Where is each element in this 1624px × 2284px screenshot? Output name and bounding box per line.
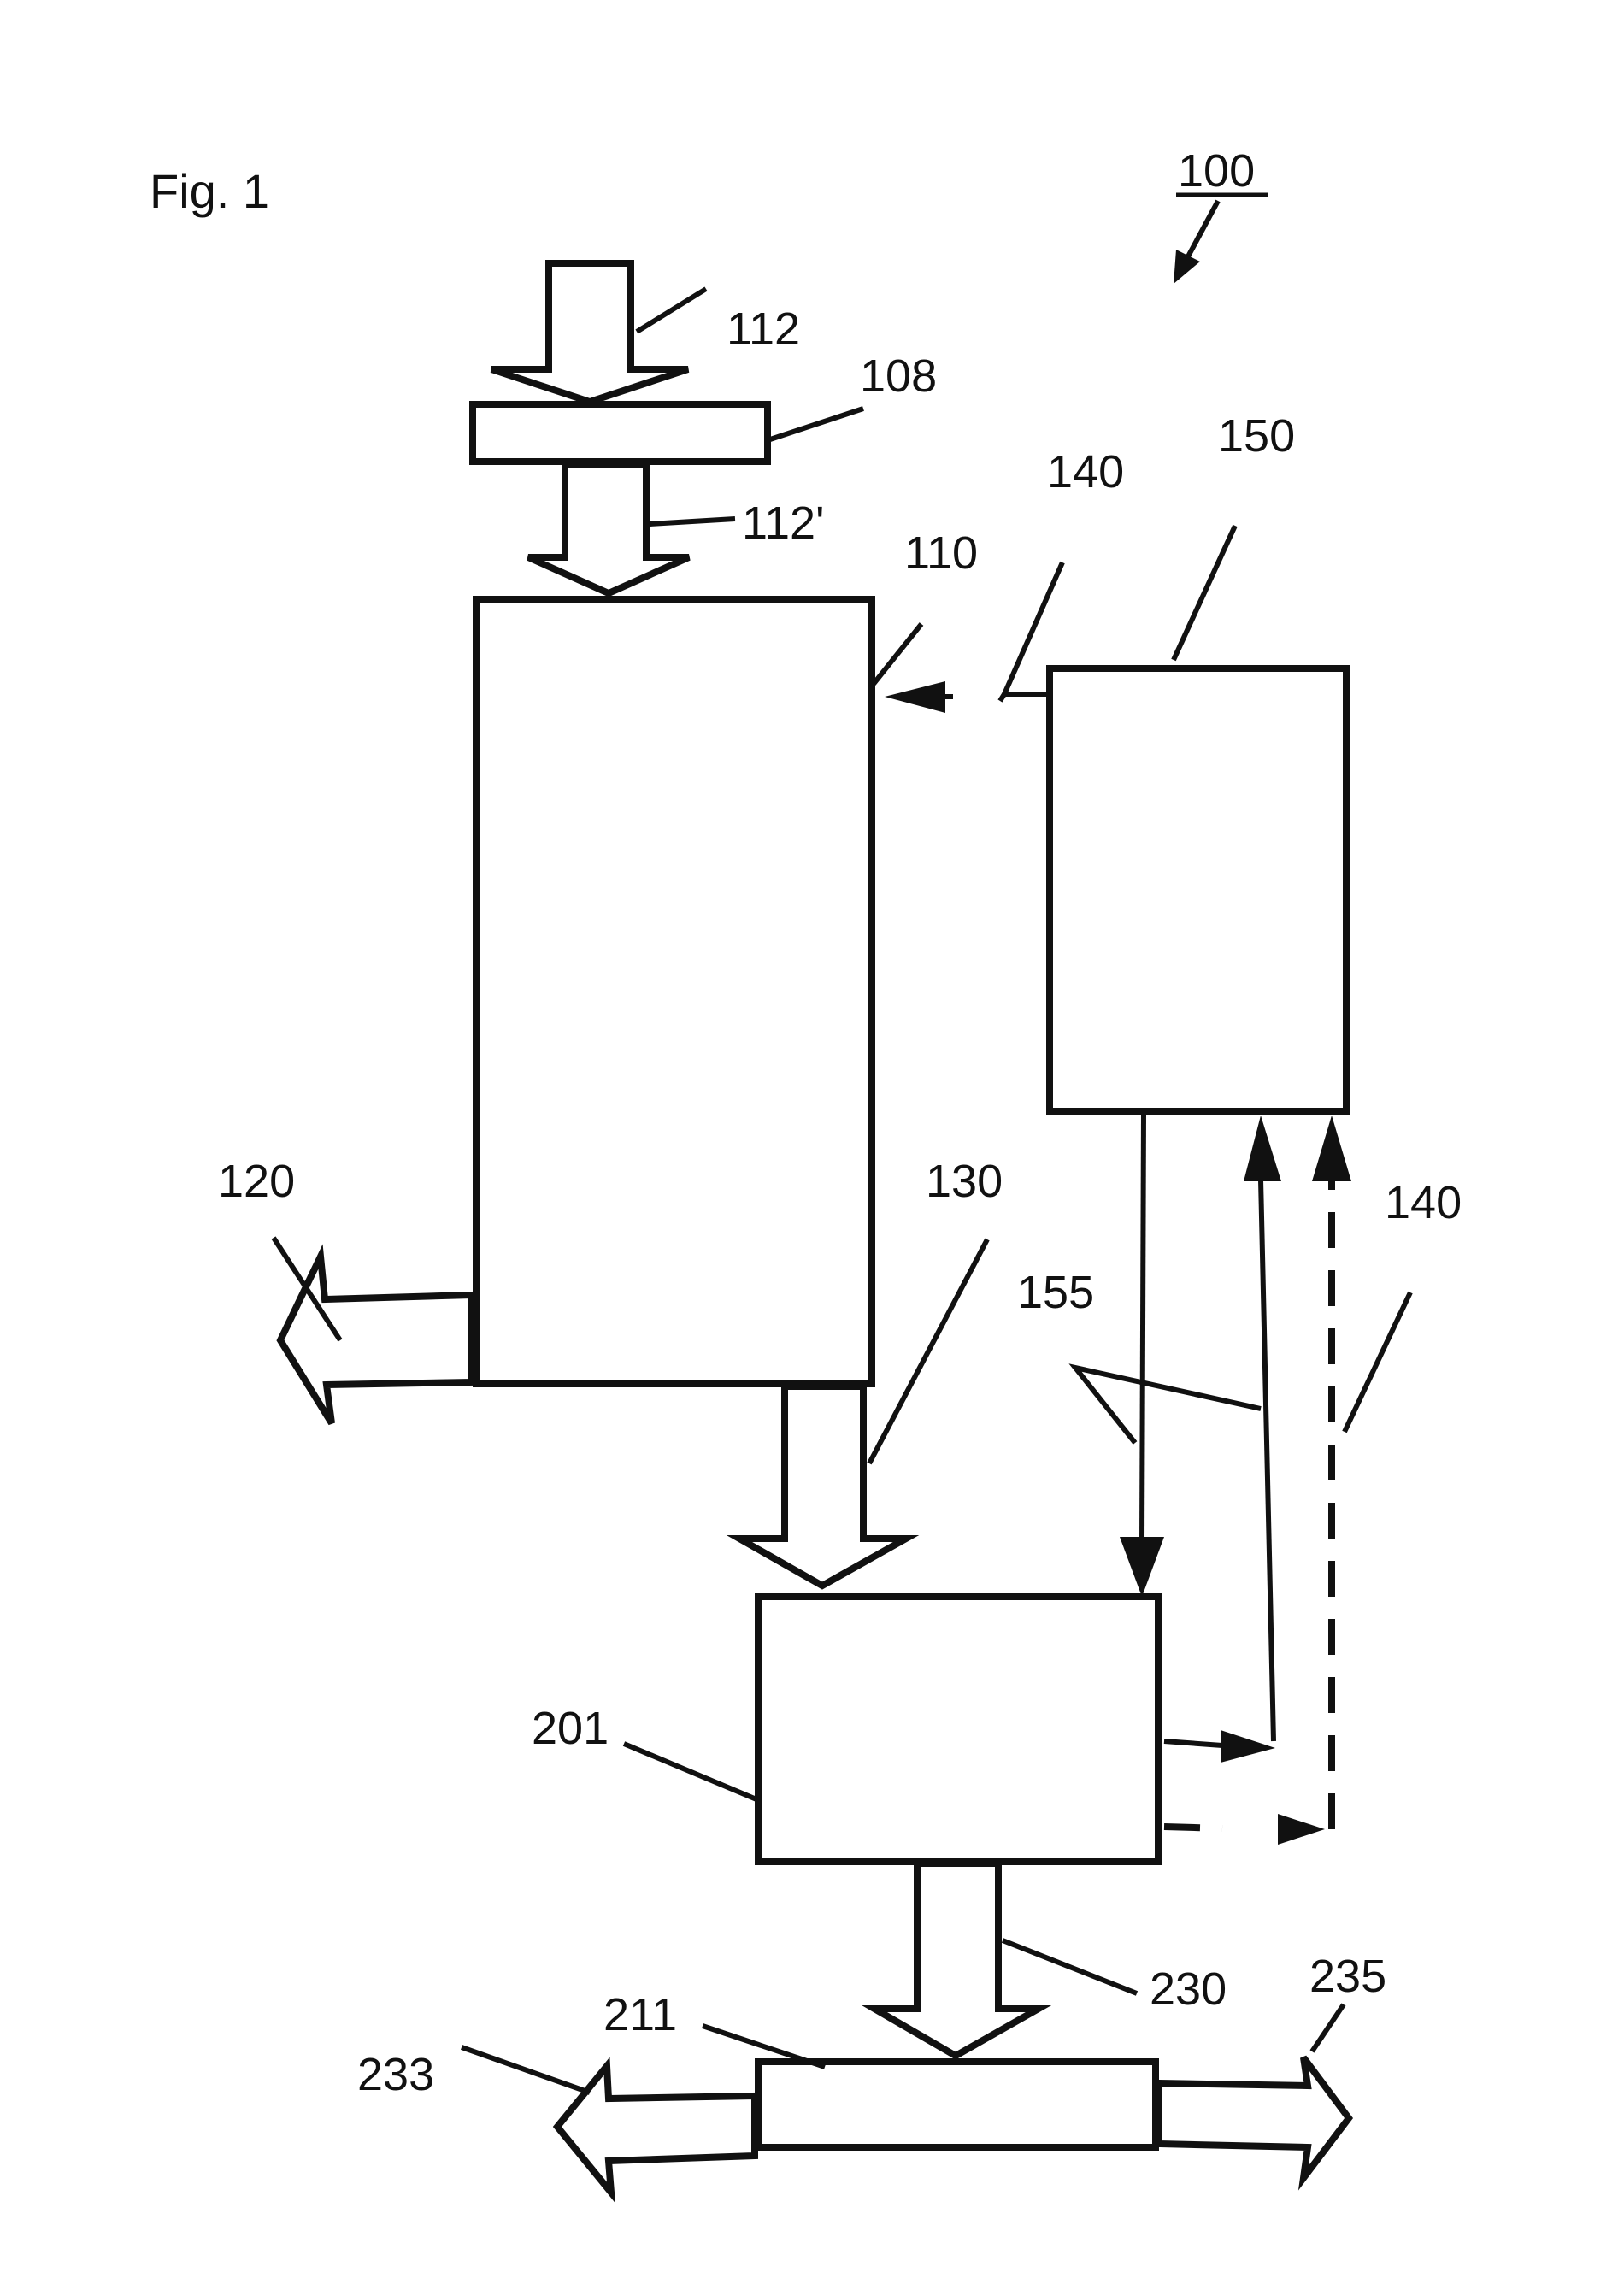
label-230: 230 [1150,1963,1227,2015]
feed-arrow-140-head [885,681,945,713]
leader-235 [1312,2004,1344,2051]
output-201-solid [1164,1741,1222,1745]
label-140-top: 140 [1047,446,1124,497]
leader-130 [869,1239,987,1463]
label-112: 112 [727,303,800,355]
component-211 [758,2062,1156,2147]
figure-reference-number: 100 [1178,145,1255,197]
leader-108 [768,409,863,440]
reference-pointer [1188,201,1218,256]
label-233: 233 [357,2049,434,2100]
output-201-dashed [1164,1827,1222,1828]
flow-155-up-head [1244,1116,1281,1181]
flow-155-down-head [1120,1537,1164,1597]
label-108: 108 [860,350,937,402]
flow-155-up [1261,1180,1274,1741]
label-150: 150 [1218,410,1295,462]
transfer-arrow-130 [739,1386,906,1586]
label-112-prime: 112' [742,497,824,549]
label-110: 110 [904,527,978,579]
transfer-arrow-230 [874,1863,1039,2056]
flow-155-down [1142,1114,1144,1543]
leader-201 [624,1744,756,1799]
output-201-solid-head [1221,1730,1275,1763]
leader-150 [1174,526,1235,660]
leader-112-prime [650,519,735,524]
component-150 [1050,668,1346,1111]
leader-233 [462,2047,590,2093]
leader-110 [874,624,921,684]
leader-155 [1075,1368,1261,1443]
outlet-arrow-233 [557,2066,755,2193]
output-201-dashed-head [1278,1814,1325,1845]
leader-140-top-foot [1000,694,1050,701]
leader-230 [1003,1940,1137,1993]
label-140-right: 140 [1385,1177,1462,1228]
label-235: 235 [1309,1951,1386,2002]
leader-120 [274,1238,340,1340]
label-130: 130 [926,1156,1003,1207]
leader-112 [637,289,706,332]
input-arrow-112 [491,263,688,402]
outlet-arrow-235 [1159,2057,1349,2178]
input-arrow-112-prime [528,464,689,593]
label-155: 155 [1017,1267,1094,1318]
figure-caption: Fig. 1 [150,164,269,218]
label-211: 211 [603,1989,677,2040]
leader-140-right [1345,1292,1410,1432]
flow-140-dashed-head [1312,1116,1351,1181]
label-201: 201 [532,1703,609,1754]
component-110 [476,599,872,1384]
outlet-arrow-120 [280,1257,472,1423]
label-120: 120 [218,1156,295,1207]
component-201 [758,1597,1158,1862]
leader-140-top [1004,562,1062,694]
component-108 [473,404,768,462]
